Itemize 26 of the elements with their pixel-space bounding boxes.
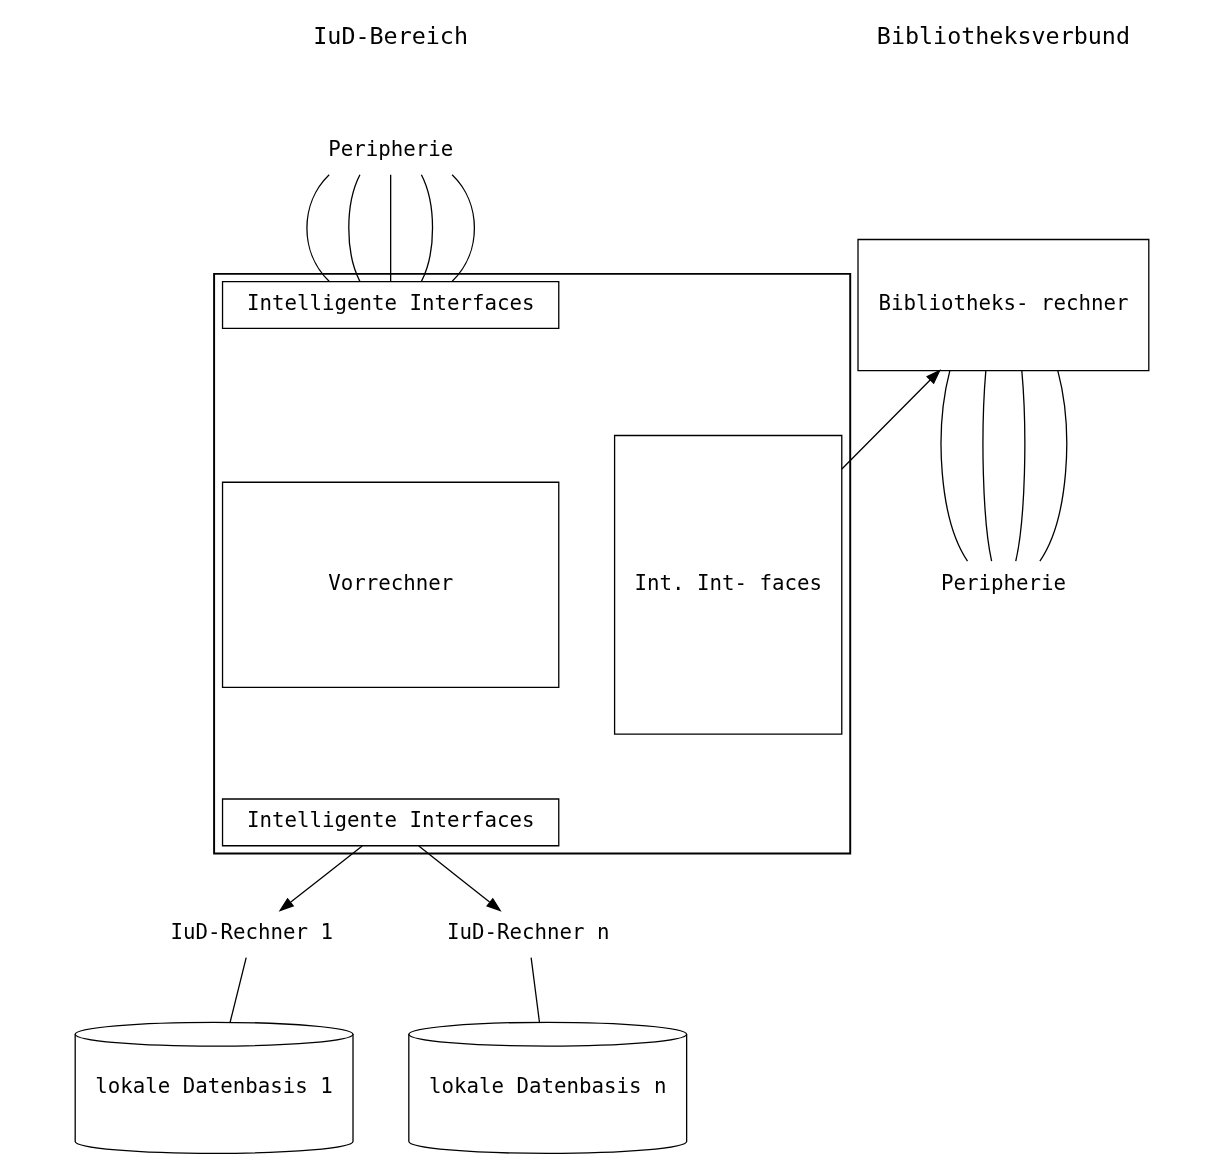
node-text: Peripherie [328,137,454,162]
connector [1039,369,1068,562]
connector [451,174,476,282]
cluster [213,272,852,855]
connector [420,174,434,282]
node-text: IuD-Rechner 1 [170,919,334,944]
arrow [841,369,941,470]
connector [306,174,330,282]
node-box: Intelligente Interfaces [221,798,560,847]
label: Bibliotheksverbund [876,21,1130,50]
node-text: Peripherie [940,570,1066,595]
label: IuD-Bereich [313,21,469,50]
connector [348,174,361,282]
node-text: IuD-Rechner n [447,919,610,944]
arrow [278,845,363,912]
connector [390,174,392,282]
connector [530,957,541,1023]
arrow [418,845,502,912]
connector [1015,369,1026,562]
connector [940,369,969,562]
connector [982,369,993,562]
node-box: Bibliotheks- rechner [857,238,1150,372]
node-box: Intelligente Interfaces [221,281,560,330]
connector [229,957,247,1023]
node-box: Int. Int- faces [613,434,843,735]
node-box: Vorrechner [221,481,560,688]
